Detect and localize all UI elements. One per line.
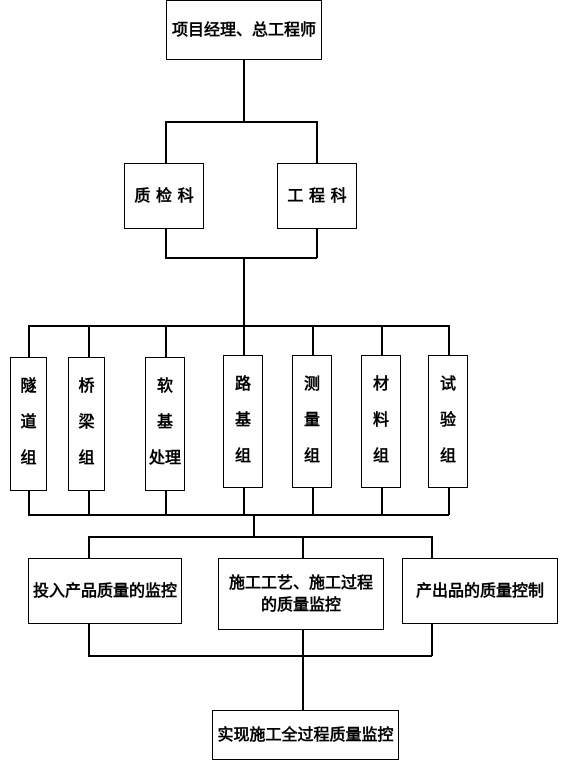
group-char: 量 (303, 410, 320, 429)
connector (88, 655, 432, 657)
group-char: 隧 (20, 376, 37, 395)
group-char: 组 (78, 448, 95, 467)
group-char: 软 (156, 376, 173, 395)
group-char: 材 (372, 374, 389, 393)
connector (88, 536, 90, 558)
group-char: 组 (234, 446, 251, 465)
group-box-soft-foundation: 软 基 处理 (145, 357, 185, 491)
connector (88, 536, 432, 538)
group-char: 基 (234, 410, 251, 429)
group-char: 测 (303, 374, 320, 393)
group-char: 验 (439, 410, 456, 429)
group-char: 道 (20, 412, 37, 431)
connector (165, 257, 317, 259)
dept-box-engineering: 工 程 科 (277, 163, 357, 229)
monitor-label-output: 产出品的质量控制 (415, 581, 544, 601)
group-box-survey: 测 量 组 (292, 355, 332, 488)
group-char: 组 (372, 446, 389, 465)
final-box: 实现施工全过程质量监控 (212, 710, 399, 760)
connector (28, 325, 449, 327)
connector (165, 121, 167, 163)
group-box-roadbed: 路 基 组 (223, 355, 263, 488)
group-char: 路 (234, 374, 251, 393)
group-box-testing: 试 验 组 (428, 355, 468, 488)
group-char: 试 (439, 374, 456, 393)
connector (165, 121, 317, 123)
connector (316, 228, 318, 258)
connector (302, 630, 304, 656)
top-label: 项目经理、总工程师 (171, 20, 316, 40)
group-box-bridge: 桥 梁 组 (68, 357, 105, 491)
dept-label-quality: 质 检 科 (134, 186, 194, 206)
group-char: 料 (372, 410, 389, 429)
connector (316, 121, 318, 163)
final-label: 实现施工全过程质量监控 (217, 725, 394, 745)
connector (302, 655, 304, 710)
connector (243, 257, 245, 325)
group-box-tunnel: 隧 道 组 (10, 357, 47, 491)
connector (88, 624, 90, 656)
connector (165, 228, 167, 258)
group-char: 组 (439, 446, 456, 465)
connector (431, 536, 433, 558)
connector (28, 514, 449, 516)
group-box-material: 材 料 组 (361, 355, 401, 488)
group-char: 处理 (148, 448, 181, 467)
monitor-label-process: 施工工艺、施工过程的质量监控 (228, 573, 373, 614)
connector (302, 536, 304, 558)
dept-box-quality: 质 检 科 (124, 163, 204, 229)
monitor-box-output: 产出品的质量控制 (402, 558, 558, 624)
connector (253, 514, 255, 536)
group-char: 组 (20, 448, 37, 467)
group-char: 组 (303, 446, 320, 465)
monitor-box-input: 投入产品质量的监控 (28, 558, 182, 624)
monitor-label-input: 投入产品质量的监控 (32, 581, 177, 601)
group-char: 桥 (78, 376, 95, 395)
top-box: 项目经理、总工程师 (166, 0, 322, 60)
connector (243, 59, 245, 121)
dept-label-engineering: 工 程 科 (287, 186, 347, 206)
monitor-box-process: 施工工艺、施工过程的质量监控 (218, 558, 384, 630)
group-char: 梁 (78, 412, 95, 431)
group-char: 基 (156, 412, 173, 431)
connector (431, 624, 433, 656)
